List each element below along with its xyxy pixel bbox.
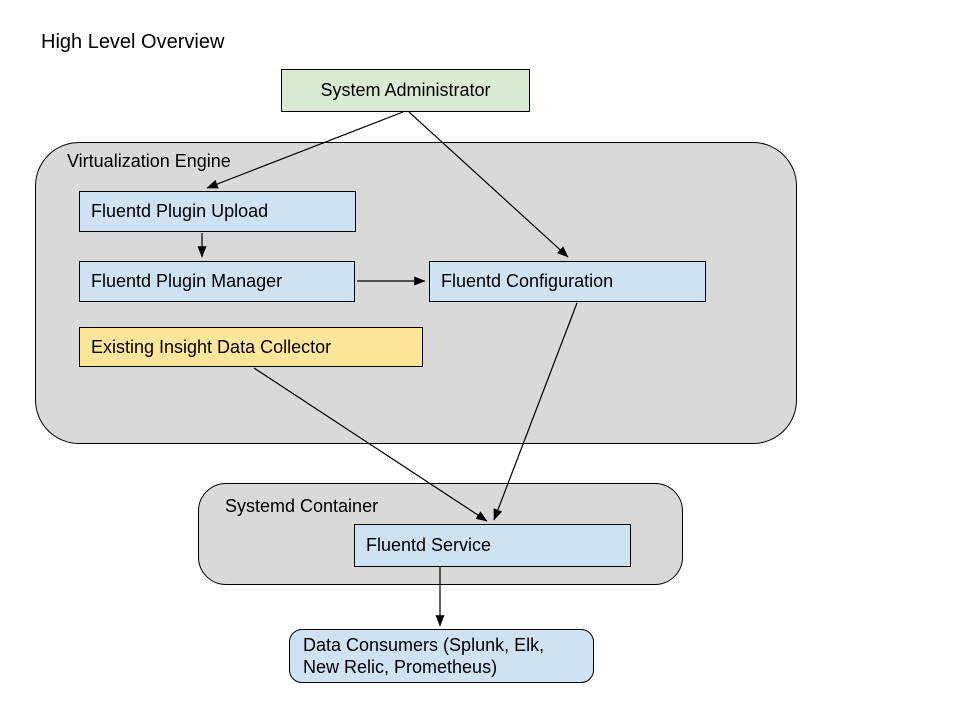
node-existing-insight-data-collector: Existing Insight Data Collector (79, 327, 423, 367)
container-systemd-label: Systemd Container (225, 496, 379, 516)
node-fluentd-plugin-manager: Fluentd Plugin Manager (79, 261, 355, 302)
node-fluentd-configuration: Fluentd Configuration (429, 261, 706, 302)
node-existing-insight-data-collector-label: Existing Insight Data Collector (91, 336, 332, 357)
node-fluentd-plugin-upload: Fluentd Plugin Upload (79, 191, 356, 232)
node-fluentd-configuration-label: Fluentd Configuration (441, 271, 614, 291)
node-data-consumers-label-line1: Data Consumers (Splunk, Elk, (303, 635, 545, 655)
node-fluentd-service-label: Fluentd Service (366, 535, 492, 555)
node-data-consumers: Data Consumers (Splunk, Elk, New Relic, … (289, 629, 594, 683)
node-data-consumers-label-line2: New Relic, Prometheus) (303, 657, 498, 677)
container-virtualization-engine-label: Virtualization Engine (67, 151, 231, 171)
node-fluentd-plugin-manager-label: Fluentd Plugin Manager (91, 271, 283, 291)
node-fluentd-plugin-upload-label: Fluentd Plugin Upload (91, 201, 269, 221)
node-system-administrator: System Administrator (281, 69, 530, 112)
page-title: High Level Overview (41, 31, 225, 53)
node-fluentd-service: Fluentd Service (354, 524, 631, 567)
node-system-administrator-label: System Administrator (320, 80, 491, 100)
